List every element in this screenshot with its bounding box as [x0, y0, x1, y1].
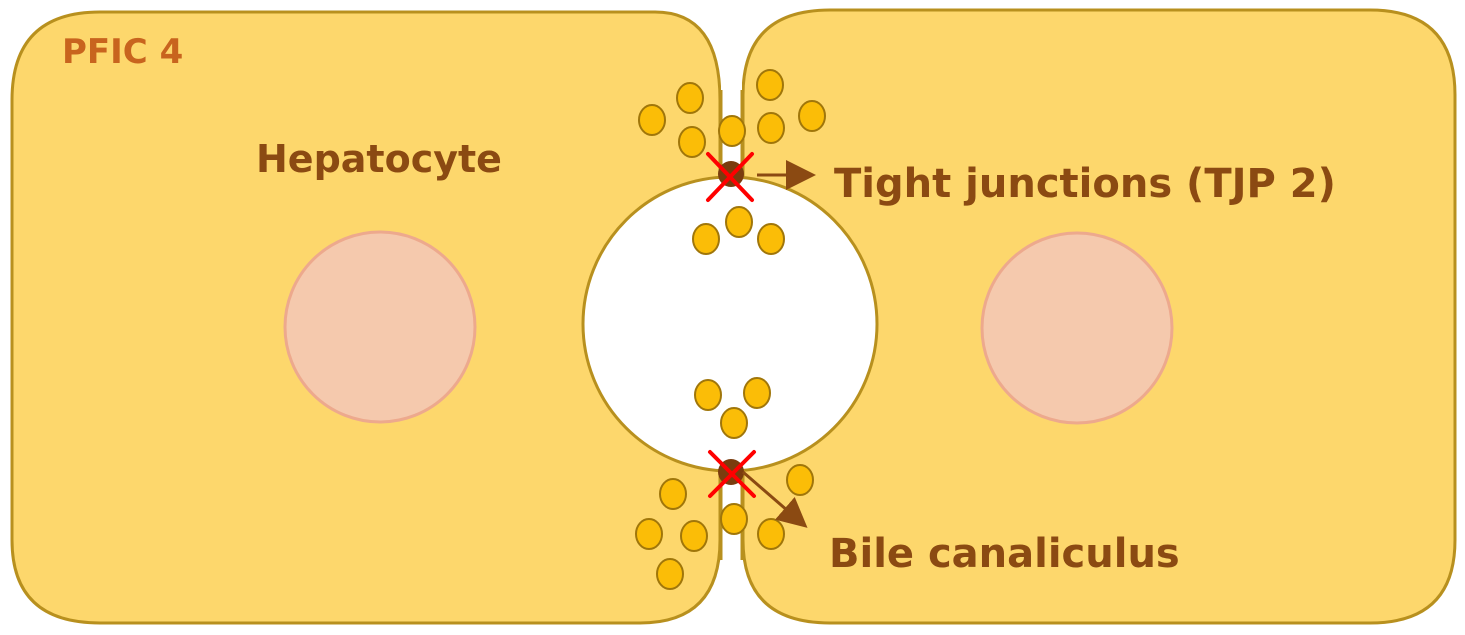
diagram-title: PFIC 4 — [62, 32, 184, 72]
bile-acid-particle — [757, 518, 785, 550]
arrow-right-icon — [742, 470, 808, 528]
bile-acid-particle — [676, 82, 704, 114]
tight-junctions-label: Tight junctions (TJP 2) — [834, 161, 1336, 207]
bile-acid-particle — [720, 407, 748, 439]
bile-acid-particle — [638, 104, 666, 136]
bile-acid-particle — [678, 126, 706, 158]
bile-acid-particle — [756, 69, 784, 101]
x-mark-icon — [708, 450, 756, 498]
hepatocyte-label: Hepatocyte — [256, 137, 502, 181]
bile-acid-particle — [757, 223, 785, 255]
bile-acid-particle — [720, 503, 748, 535]
bile-acid-particle — [680, 520, 708, 552]
bile-acid-particle — [692, 223, 720, 255]
bile-acid-particle — [757, 112, 785, 144]
x-mark-icon — [706, 152, 754, 202]
bile-acid-particle — [635, 518, 663, 550]
right-nucleus — [980, 231, 1174, 425]
bile-acid-particle — [798, 100, 826, 132]
bile-acid-particle — [743, 377, 771, 409]
bile-canaliculus-label: Bile canaliculus — [829, 531, 1180, 577]
bile-acid-particle — [725, 206, 753, 238]
left-nucleus — [283, 230, 477, 424]
bile-acid-particle — [659, 478, 687, 510]
bile-acid-particle — [656, 558, 684, 590]
bile-acid-particle — [718, 115, 746, 147]
bile-acid-particle — [786, 464, 814, 496]
bile-acid-particle — [694, 379, 722, 411]
bile-acid-particles — [635, 69, 826, 590]
